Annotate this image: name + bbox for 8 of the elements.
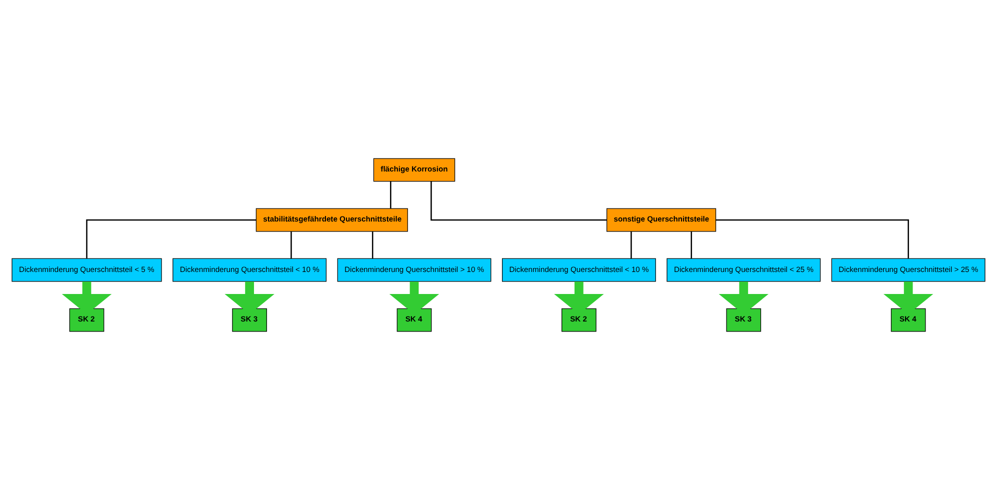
connector <box>86 218 256 258</box>
connector <box>390 181 392 208</box>
connector <box>430 181 607 220</box>
connector <box>372 231 374 258</box>
connector <box>716 218 909 258</box>
connector <box>630 231 632 258</box>
connector <box>690 231 692 258</box>
connector <box>290 231 292 258</box>
